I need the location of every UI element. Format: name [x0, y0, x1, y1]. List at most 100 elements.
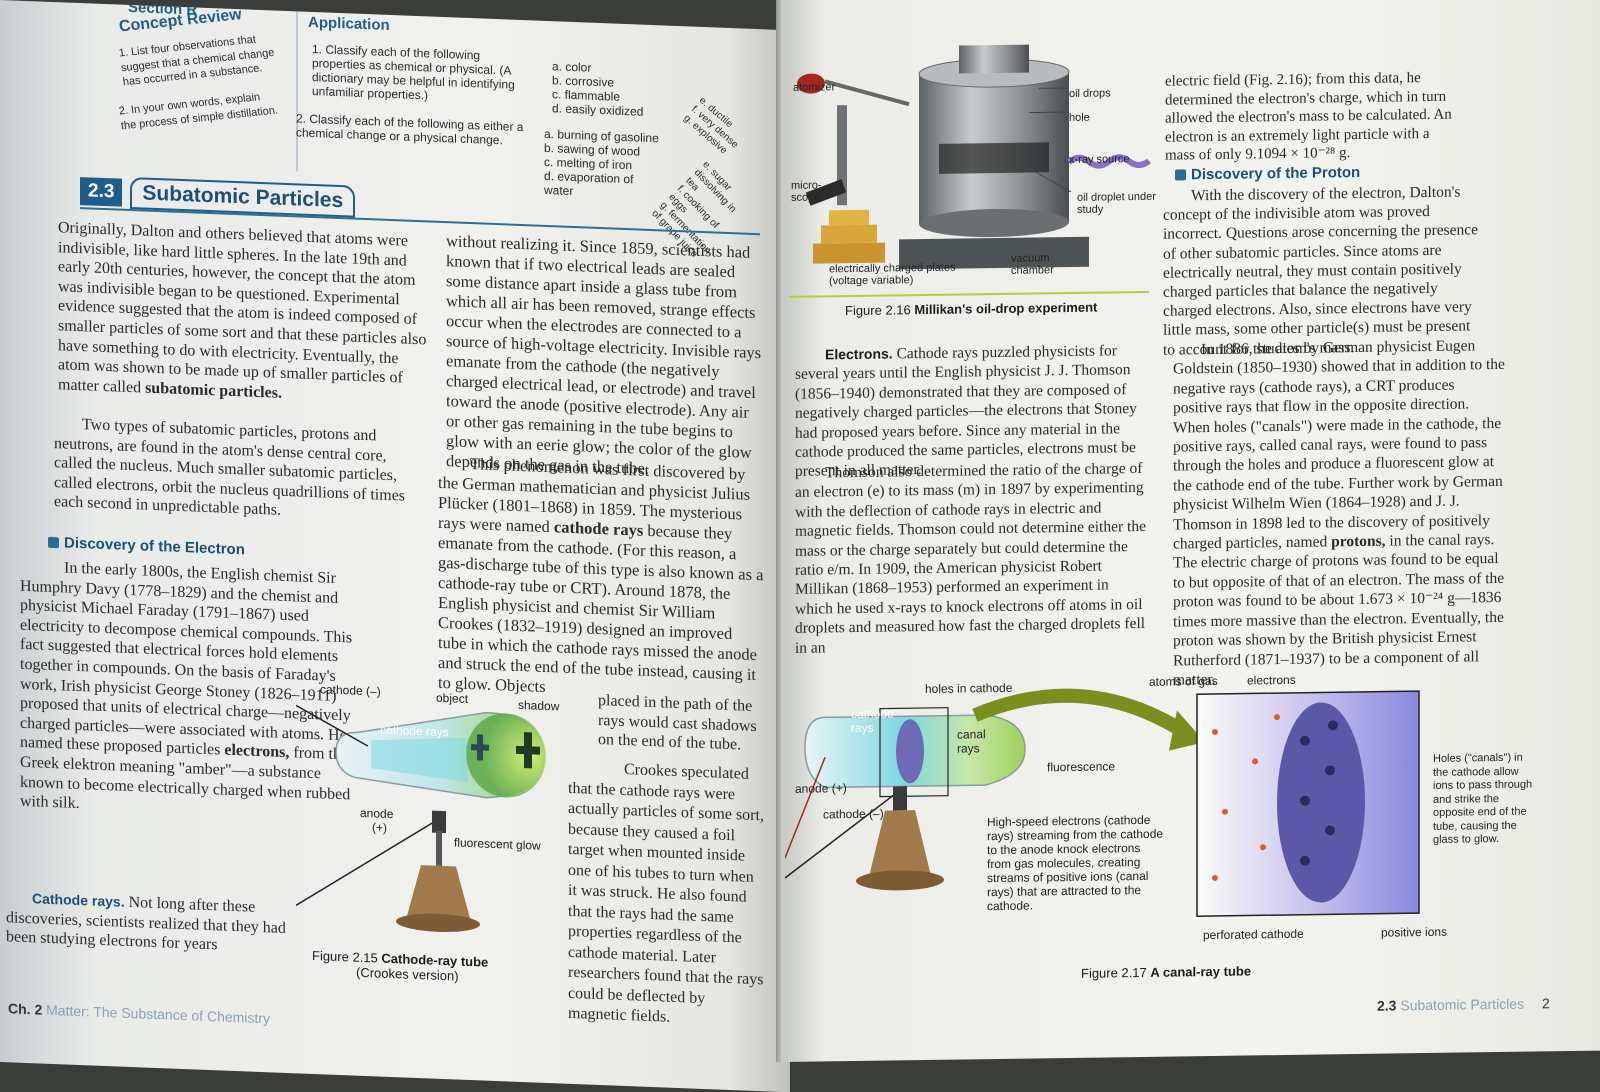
- electrons-heading: Electrons.: [825, 345, 893, 362]
- footer-chapter: Ch. 2: [8, 1000, 42, 1017]
- proton-heading-text: Discovery of the Proton: [1191, 164, 1360, 183]
- clamp: [893, 786, 907, 810]
- footer-section-title: Subatomic Particles: [1400, 996, 1524, 1014]
- term-subatomic-particles: subatomic particles.: [145, 379, 282, 401]
- figure-2-16-caption: Figure 2.16 Millikan's oil-drop experime…: [845, 300, 1097, 319]
- term-cathode-rays: cathode rays: [554, 517, 643, 539]
- electron-heading: Discovery of the Electron: [48, 534, 245, 559]
- intro-paragraph-1: Originally, Dalton and others believed t…: [58, 218, 428, 409]
- label-microscope: micro-scope: [791, 179, 827, 204]
- chamber-window: [939, 142, 1049, 174]
- chamber-cap: [959, 45, 1029, 74]
- application-box: Application 1. Classify each of the foll…: [308, 14, 768, 49]
- application-title: Application: [308, 14, 768, 49]
- figure-2-16: atomizer oil drops hole x-ray source mic…: [789, 31, 1169, 326]
- right-footer: 2.3 Subatomic Particles 2: [1377, 995, 1550, 1013]
- footer-chapter-title: Matter: The Substance of Chemistry: [46, 1002, 270, 1027]
- proton-heading: Discovery of the Proton: [1175, 164, 1360, 184]
- atomizer-nozzle: [825, 80, 909, 105]
- label-cathode: cathode (–): [823, 807, 884, 822]
- label-cathode-rays: cathode rays: [380, 723, 449, 740]
- column-2-paragraph-2: This phenomenon was first discovered by …: [438, 453, 764, 706]
- cathode-rays-heading: Cathode rays.: [32, 890, 125, 910]
- footer-section: 2.3: [1377, 997, 1396, 1013]
- block-top: [829, 210, 869, 226]
- label-anode: anode: [360, 806, 393, 821]
- figure-2-17: holes in cathode atoms of gas electrons …: [785, 667, 1565, 998]
- label-hole: hole: [1069, 112, 1090, 124]
- figure-2-15-caption: Figure 2.15 Cathode-ray tube (Crookes ve…: [312, 948, 488, 985]
- column-2-paragraph-4: Crookes speculated that the cathode rays…: [568, 758, 766, 1032]
- caption-title: Millikan's oil-drop experiment: [914, 300, 1097, 318]
- label-shadow: shadow: [518, 698, 559, 714]
- caption-number: Figure 2.17: [1081, 965, 1147, 981]
- page-number: 2: [1542, 995, 1550, 1011]
- col2-text-end: because they emanate from the cathode. (…: [438, 521, 764, 696]
- application-question-2: 2. Classify each of the following as eit…: [296, 111, 526, 148]
- q2-options-a: a. burning of gasoline b. sawing of wood…: [544, 127, 659, 201]
- concept-review-item-2: 2. In your own words, explain the proces…: [118, 88, 280, 133]
- anode-wire: [785, 757, 825, 858]
- label-canal-rays: canal rays: [957, 727, 997, 756]
- cathode-rays-paragraph: Cathode rays. Not long after these disco…: [6, 888, 286, 958]
- caption-number: Figure 2.15: [312, 948, 378, 966]
- intro-text: Originally, Dalton and others believed t…: [58, 219, 426, 396]
- caption-title: A canal-ray tube: [1150, 963, 1251, 979]
- label-x-ray-source: x-ray source: [1069, 153, 1130, 166]
- right-page: atomizer oil drops hole x-ray source mic…: [783, 0, 1600, 1062]
- review-divider: [296, 11, 298, 171]
- proton-paragraph-2: In 1886, studies by German physicist Eug…: [1173, 336, 1507, 690]
- block-bottom: [813, 243, 885, 264]
- application-question-1: 1. Classify each of the following proper…: [312, 42, 532, 106]
- option-item: d. easily oxidized: [552, 101, 643, 119]
- term-electrons: electrons,: [224, 742, 289, 761]
- label-anode: anode (+): [795, 781, 847, 796]
- proton-text: In 1886, studies by German physicist Eug…: [1173, 337, 1505, 552]
- label-electrons: electrons: [1247, 673, 1296, 688]
- cathode-detail-disc: [1277, 702, 1365, 903]
- electric-field-paragraph: electric field (Fig. 2.16); from this da…: [1165, 69, 1461, 166]
- label-fluorescence: fluorescence: [1047, 759, 1115, 774]
- concept-review-item-1: 1. List four observations that suggest t…: [118, 30, 282, 89]
- proton-text-end: in the canal rays. The electric charge o…: [1173, 531, 1504, 688]
- left-page: Section R Concept Review 1. List four ob…: [0, 0, 790, 1092]
- label-atomizer: atomizer: [793, 81, 835, 94]
- block-mid: [821, 225, 877, 244]
- label-charged-plates: electrically charged plates (voltage var…: [829, 261, 989, 287]
- stand-base: [406, 865, 471, 922]
- concept-review-box: Concept Review 1. List four observations…: [118, 19, 278, 140]
- label-cathode: cathode (–): [320, 682, 381, 698]
- caption-number: Figure 2.16: [845, 302, 911, 318]
- section-number: 2.3: [80, 177, 122, 207]
- column-2-paragraph-3: placed in the path of the rays would cas…: [598, 691, 766, 756]
- label-perforated-cathode: perforated cathode: [1203, 927, 1304, 942]
- section-bullet-icon: [48, 537, 59, 548]
- figure-2-15: cathode (–) object shadow cathode rays a…: [296, 675, 566, 1005]
- stand-rod: [436, 831, 442, 866]
- electrons-paragraph-2: Thomson also determined the ratio of the…: [795, 459, 1149, 658]
- q1-options-b: e. ductile f. very dense g. explosive: [681, 95, 748, 160]
- q1-options-a: a. color b. corrosive c. flammable d. ea…: [552, 59, 643, 119]
- crookes-tube-illustration: [296, 675, 566, 945]
- intro-paragraph-2: Two types of subatomic particles, proton…: [54, 414, 426, 526]
- left-footer: Ch. 2 Matter: The Substance of Chemistry: [8, 1000, 270, 1026]
- label-cathode-rays: cathode rays: [851, 706, 901, 735]
- term-protons: protons,: [1331, 533, 1385, 551]
- section-bullet-icon: [1175, 169, 1186, 180]
- label-oil-droplet: oil droplet under study: [1077, 191, 1169, 216]
- label-anode-sign: (+): [372, 820, 387, 835]
- label-atoms-of-gas: atoms of gas: [1149, 674, 1218, 689]
- label-object: object: [436, 691, 468, 706]
- clamp: [432, 811, 446, 834]
- cathode-wire: [296, 705, 368, 746]
- electron-heading-text: Discovery of the Electron: [64, 534, 245, 558]
- label-explanation: High-speed electrons (cathode rays) stre…: [987, 813, 1167, 914]
- stand-foot: [856, 870, 944, 891]
- label-holes-note: Holes ("canals") in the cathode allow io…: [1433, 751, 1541, 847]
- label-holes-in-cathode: holes in cathode: [925, 681, 1012, 696]
- proton-paragraph-1: With the discovery of the electron, Dalt…: [1163, 182, 1485, 359]
- column-2-paragraph-1: without realizing it. Since 1859, scient…: [446, 231, 766, 483]
- leader-hole: [1029, 112, 1069, 113]
- section-heading: 2.3 Subatomic Particles: [80, 175, 355, 218]
- label-positive-ions: positive ions: [1381, 925, 1447, 940]
